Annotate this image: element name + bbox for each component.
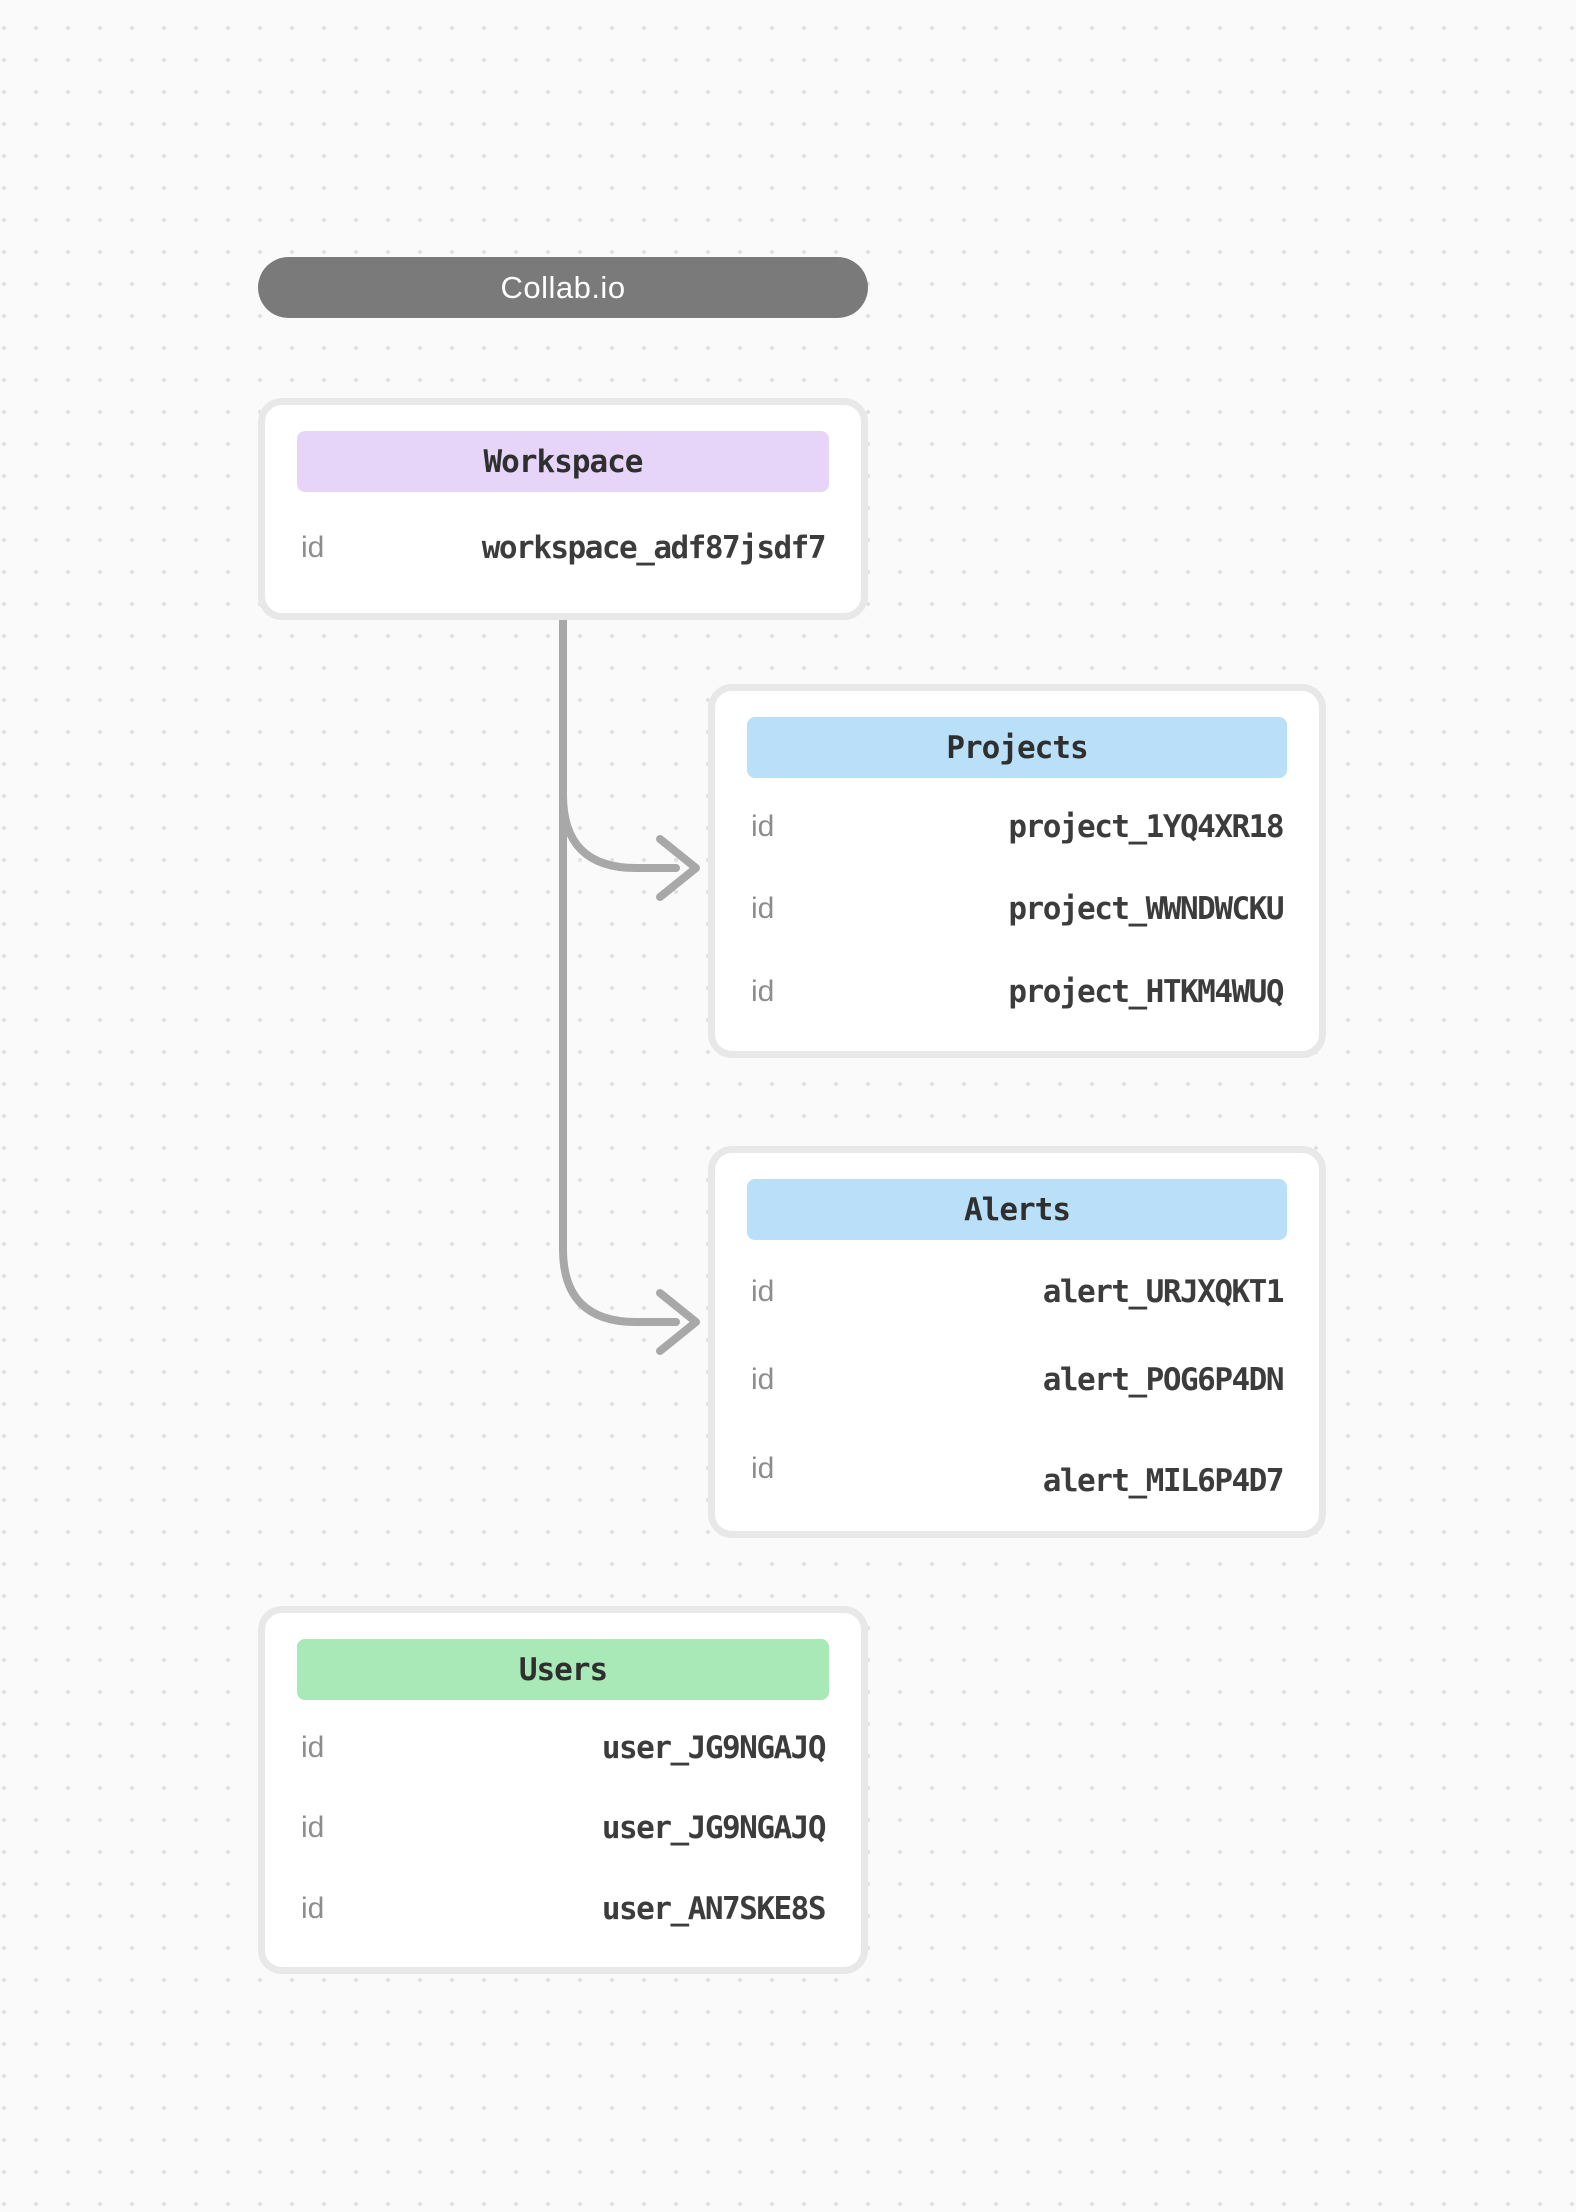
edge-line bbox=[559, 614, 680, 872]
app-title: Collab.io bbox=[500, 269, 626, 305]
field-key: id bbox=[751, 974, 775, 1008]
diagram-title-pill[interactable]: Collab.io bbox=[258, 257, 868, 318]
field-row: id project_WWNDWCKU bbox=[747, 868, 1287, 950]
edge-workspace-projects[interactable] bbox=[559, 614, 700, 901]
node-projects-header: Projects bbox=[747, 717, 1287, 778]
node-alerts[interactable]: Alerts id alert_URJXQKT1 id alert_POG6P4… bbox=[708, 1146, 1326, 1538]
field-value: alert_URJXQKT1 bbox=[1042, 1274, 1285, 1311]
node-title: Users bbox=[518, 1651, 608, 1688]
node-workspace-header: Workspace bbox=[297, 431, 829, 492]
field-key: id bbox=[751, 810, 775, 844]
field-row: id alert_POG6P4DN bbox=[747, 1336, 1287, 1424]
field-key: id bbox=[751, 1275, 775, 1309]
node-projects[interactable]: Projects id project_1YQ4XR18 id project_… bbox=[708, 684, 1326, 1058]
field-key: id bbox=[301, 1891, 325, 1925]
edge-arrowhead-icon bbox=[656, 1289, 700, 1355]
field-row: id alert_URJXQKT1 bbox=[747, 1248, 1287, 1336]
field-value: user_AN7SKE8S bbox=[601, 1890, 827, 1927]
field-key: id bbox=[301, 1811, 325, 1845]
field-key: id bbox=[751, 892, 775, 926]
node-alerts-header: Alerts bbox=[747, 1179, 1287, 1240]
field-row: id alert_MIL6P4D7 bbox=[747, 1425, 1287, 1513]
field-row: id workspace_adf87jsdf7 bbox=[297, 500, 829, 595]
node-title: Alerts bbox=[964, 1191, 1071, 1228]
field-row: id project_1YQ4XR18 bbox=[747, 786, 1287, 868]
node-title: Workspace bbox=[483, 443, 644, 480]
field-row: id user_JG9NGAJQ bbox=[297, 1708, 829, 1788]
node-users-header: Users bbox=[297, 1639, 829, 1700]
edge-workspace-alerts[interactable] bbox=[559, 614, 700, 1355]
field-row: id project_HTKM4WUQ bbox=[747, 951, 1287, 1033]
node-users[interactable]: Users id user_JG9NGAJQ id user_JG9NGAJQ … bbox=[258, 1606, 868, 1974]
edge-arrowhead-icon bbox=[656, 835, 700, 901]
field-value: project_WWNDWCKU bbox=[1008, 891, 1284, 928]
field-key: id bbox=[301, 530, 325, 564]
edge-line bbox=[559, 614, 680, 1326]
field-value: project_HTKM4WUQ bbox=[1008, 973, 1284, 1010]
field-key: id bbox=[301, 1731, 325, 1765]
field-value: alert_POG6P4DN bbox=[1042, 1362, 1285, 1399]
field-row: id user_JG9NGAJQ bbox=[297, 1788, 829, 1868]
field-value: project_1YQ4XR18 bbox=[1008, 809, 1284, 846]
node-workspace[interactable]: Workspace id workspace_adf87jsdf7 bbox=[258, 398, 868, 620]
field-value: user_JG9NGAJQ bbox=[601, 1810, 827, 1847]
field-value: workspace_adf87jsdf7 bbox=[481, 529, 827, 566]
field-value: user_JG9NGAJQ bbox=[601, 1730, 827, 1767]
node-title: Projects bbox=[946, 729, 1088, 766]
field-row: id user_AN7SKE8S bbox=[297, 1869, 829, 1949]
field-key: id bbox=[751, 1451, 775, 1485]
field-value: alert_MIL6P4D7 bbox=[1042, 1462, 1285, 1499]
field-key: id bbox=[751, 1363, 775, 1397]
